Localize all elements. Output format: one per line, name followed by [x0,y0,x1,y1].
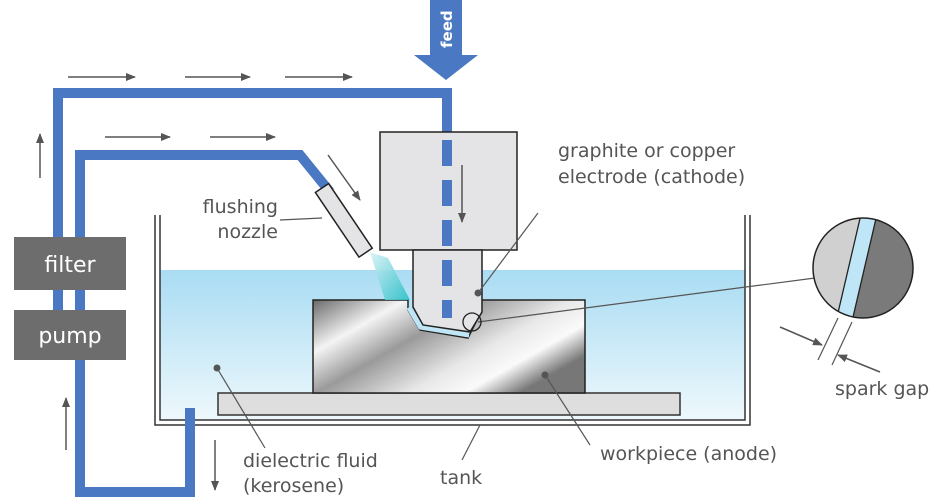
flushing-nozzle [314,182,374,259]
feed-label: feed [438,10,456,48]
dielectric-label-1: dielectric fluid [243,450,378,472]
pump-box [14,310,126,360]
spark-gap-label: spark gap [835,378,929,400]
dielectric-label-2: (kerosene) [243,475,344,497]
electrode [412,249,483,333]
dielectric-pipes [53,88,452,497]
base-plate [217,392,681,416]
tank [154,215,751,426]
spark-marker [462,312,482,332]
spark-gap-magnifier [813,218,913,318]
tank-label: tank [440,467,482,489]
feed-arrow [414,0,478,80]
leader-lines [216,212,591,461]
flow-arrows [36,73,881,491]
flushing-label-2: nozzle [217,221,278,243]
electrode-label-1: graphite or copper [558,140,735,162]
workpiece-label: workpiece (anode) [600,443,777,465]
electrode-label-2: electrode (cathode) [558,166,745,188]
pump-label: pump [38,324,101,349]
flushing-label-1: flushing [203,196,278,218]
flushing-spray [370,252,410,300]
filter-box [14,237,126,290]
filter-label: filter [44,253,96,278]
